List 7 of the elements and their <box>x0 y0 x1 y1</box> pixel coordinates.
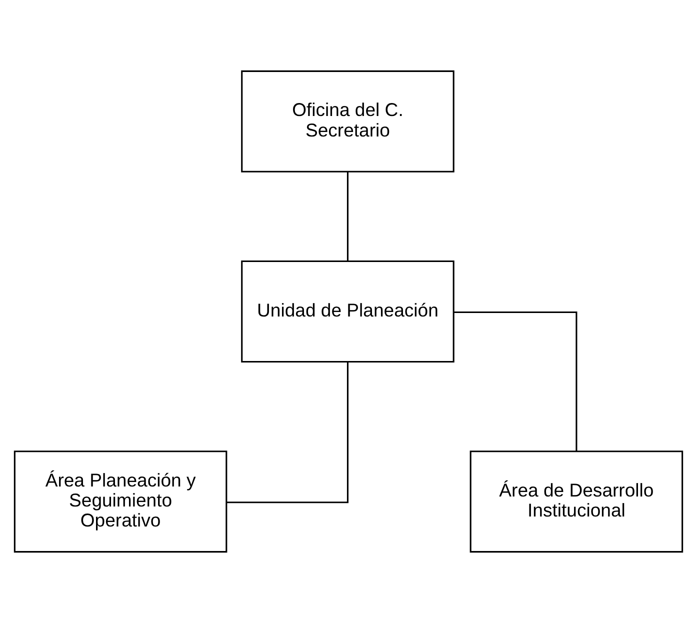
node-box: Oficina del C. Secretario <box>241 70 454 172</box>
connector <box>346 172 348 261</box>
connector <box>226 362 348 504</box>
connector <box>454 312 578 452</box>
node-box: Área de Desarrollo Institucional <box>470 450 684 553</box>
node-box: Área Planeación y Seguimiento Operativo <box>14 450 228 553</box>
node-box: Unidad de Planeación <box>241 260 454 362</box>
